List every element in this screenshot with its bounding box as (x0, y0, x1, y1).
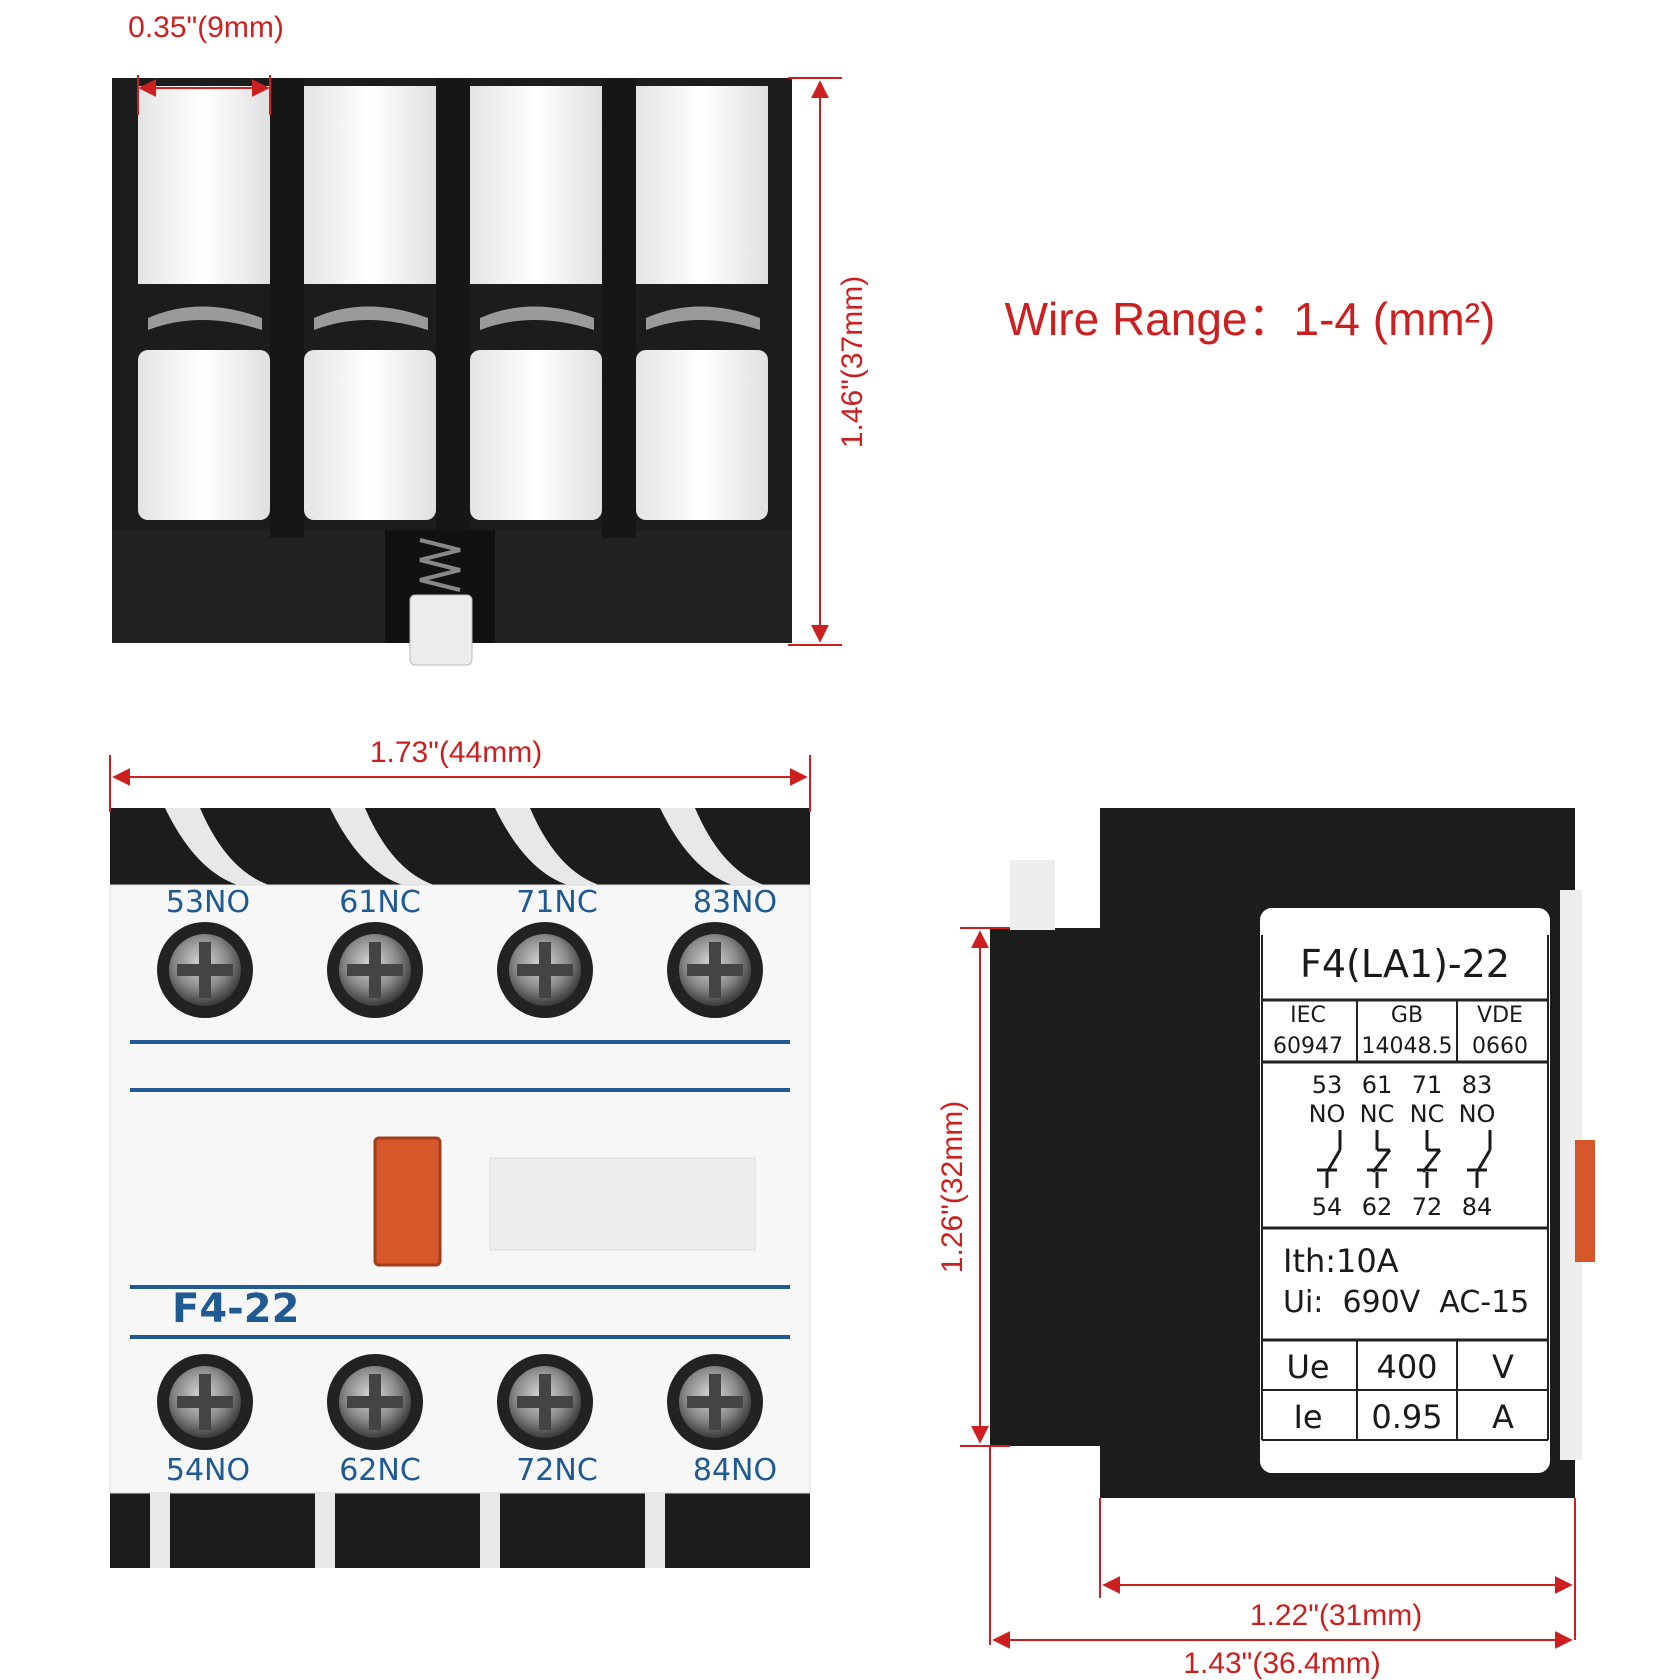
no-contact-icon (1317, 1130, 1342, 1188)
terminal-cell (304, 86, 436, 520)
screw-row-bottom (157, 1354, 763, 1450)
screw-row-top (157, 922, 763, 1018)
dimension-side-width-outer: 1.43"(36.4mm) (989, 1446, 1573, 1680)
label-title: F4(LA1)-22 (1300, 942, 1510, 986)
terminal-screw-icon (667, 1354, 763, 1450)
no-contact-icon (1467, 1130, 1492, 1188)
contact-number: 71 (1412, 1071, 1443, 1099)
side-push-button (1575, 1140, 1595, 1262)
dimension-front-width-label: 1.73"(44mm) (370, 736, 542, 769)
contact-number: 62 (1362, 1193, 1393, 1221)
contact-number: 54 (1312, 1193, 1343, 1221)
terminal-label: 83NO (693, 885, 777, 920)
contact-type: NO (1459, 1100, 1496, 1128)
terminal-label: 72NC (516, 1453, 598, 1488)
ith-rating: Ith:10A (1283, 1242, 1399, 1280)
standard-name: IEC (1290, 1003, 1326, 1028)
dimension-pitch: 0.35"(9mm) (128, 11, 284, 115)
terminal-cell (636, 86, 768, 520)
model-label: F4-22 (172, 1286, 299, 1332)
contact-number: 72 (1412, 1193, 1443, 1221)
terminal-screw-icon (667, 922, 763, 1018)
nc-contact-icon (1417, 1130, 1442, 1188)
terminal-label: 71NC (516, 885, 598, 920)
contact-number: 53 (1312, 1071, 1343, 1099)
nc-contact-icon (1367, 1130, 1392, 1188)
terminal-screw-icon (327, 1354, 423, 1450)
standard-name: VDE (1477, 1003, 1523, 1028)
dimension-top-height: 1.46"(37mm) (788, 77, 869, 646)
rating-param: Ie (1293, 1398, 1322, 1436)
rating-param: Ue (1286, 1348, 1329, 1386)
dimension-side-height-label: 1.26"(32mm) (936, 1101, 969, 1273)
top-view-contact-block (112, 78, 792, 666)
contact-number: 84 (1462, 1193, 1493, 1221)
standard-name: GB (1391, 1003, 1423, 1028)
rating-unit: A (1492, 1398, 1514, 1436)
dimension-side-width-inner: 1.22"(31mm) (1099, 1498, 1576, 1640)
dimension-pitch-label: 0.35"(9mm) (128, 11, 284, 44)
rating-unit: V (1492, 1348, 1514, 1386)
terminal-label: 62NC (339, 1453, 421, 1488)
dimension-side-height: 1.26"(32mm) (936, 927, 1010, 1447)
dimension-side-width-outer-label: 1.43"(36.4mm) (1183, 1647, 1380, 1680)
contact-type: NC (1360, 1100, 1395, 1128)
rating-value: 0.95 (1371, 1398, 1442, 1436)
terminal-cell (138, 86, 270, 520)
dimension-front-width: 1.73"(44mm) (109, 736, 811, 812)
rating-value: 400 (1376, 1348, 1437, 1386)
terminal-label: 53NO (166, 885, 250, 920)
ui-rating: Ui: 690V AC-15 (1283, 1285, 1529, 1320)
wire-range-text: Wire Range：1-4 (mm²) (1005, 293, 1496, 345)
label-window (489, 1157, 756, 1251)
contact-type: NO (1309, 1100, 1346, 1128)
dimension-side-width-inner-label: 1.22"(31mm) (1250, 1599, 1422, 1632)
contact-symbols (1317, 1130, 1492, 1188)
terminal-label: 54NO (166, 1453, 250, 1488)
contact-number: 83 (1462, 1071, 1493, 1099)
terminal-screw-icon (497, 922, 593, 1018)
terminal-screw-icon (327, 922, 423, 1018)
terminal-cell (470, 86, 602, 520)
terminal-label: 84NO (693, 1453, 777, 1488)
dimension-top-height-label: 1.46"(37mm) (836, 276, 869, 448)
terminal-screw-icon (157, 1354, 253, 1450)
contact-number: 61 (1362, 1071, 1393, 1099)
standard-code: 60947 (1273, 1034, 1343, 1059)
terminal-screw-icon (157, 922, 253, 1018)
standard-code: 14048.5 (1362, 1034, 1453, 1059)
rating-label: F4(LA1)-22 IEC 60947 GB 14048.5 VDE 0660… (1260, 908, 1550, 1473)
terminal-label: 61NC (339, 885, 421, 920)
standard-code: 0660 (1472, 1034, 1528, 1059)
push-button (373, 1136, 442, 1267)
contact-type: NC (1410, 1100, 1445, 1128)
terminal-screw-icon (497, 1354, 593, 1450)
